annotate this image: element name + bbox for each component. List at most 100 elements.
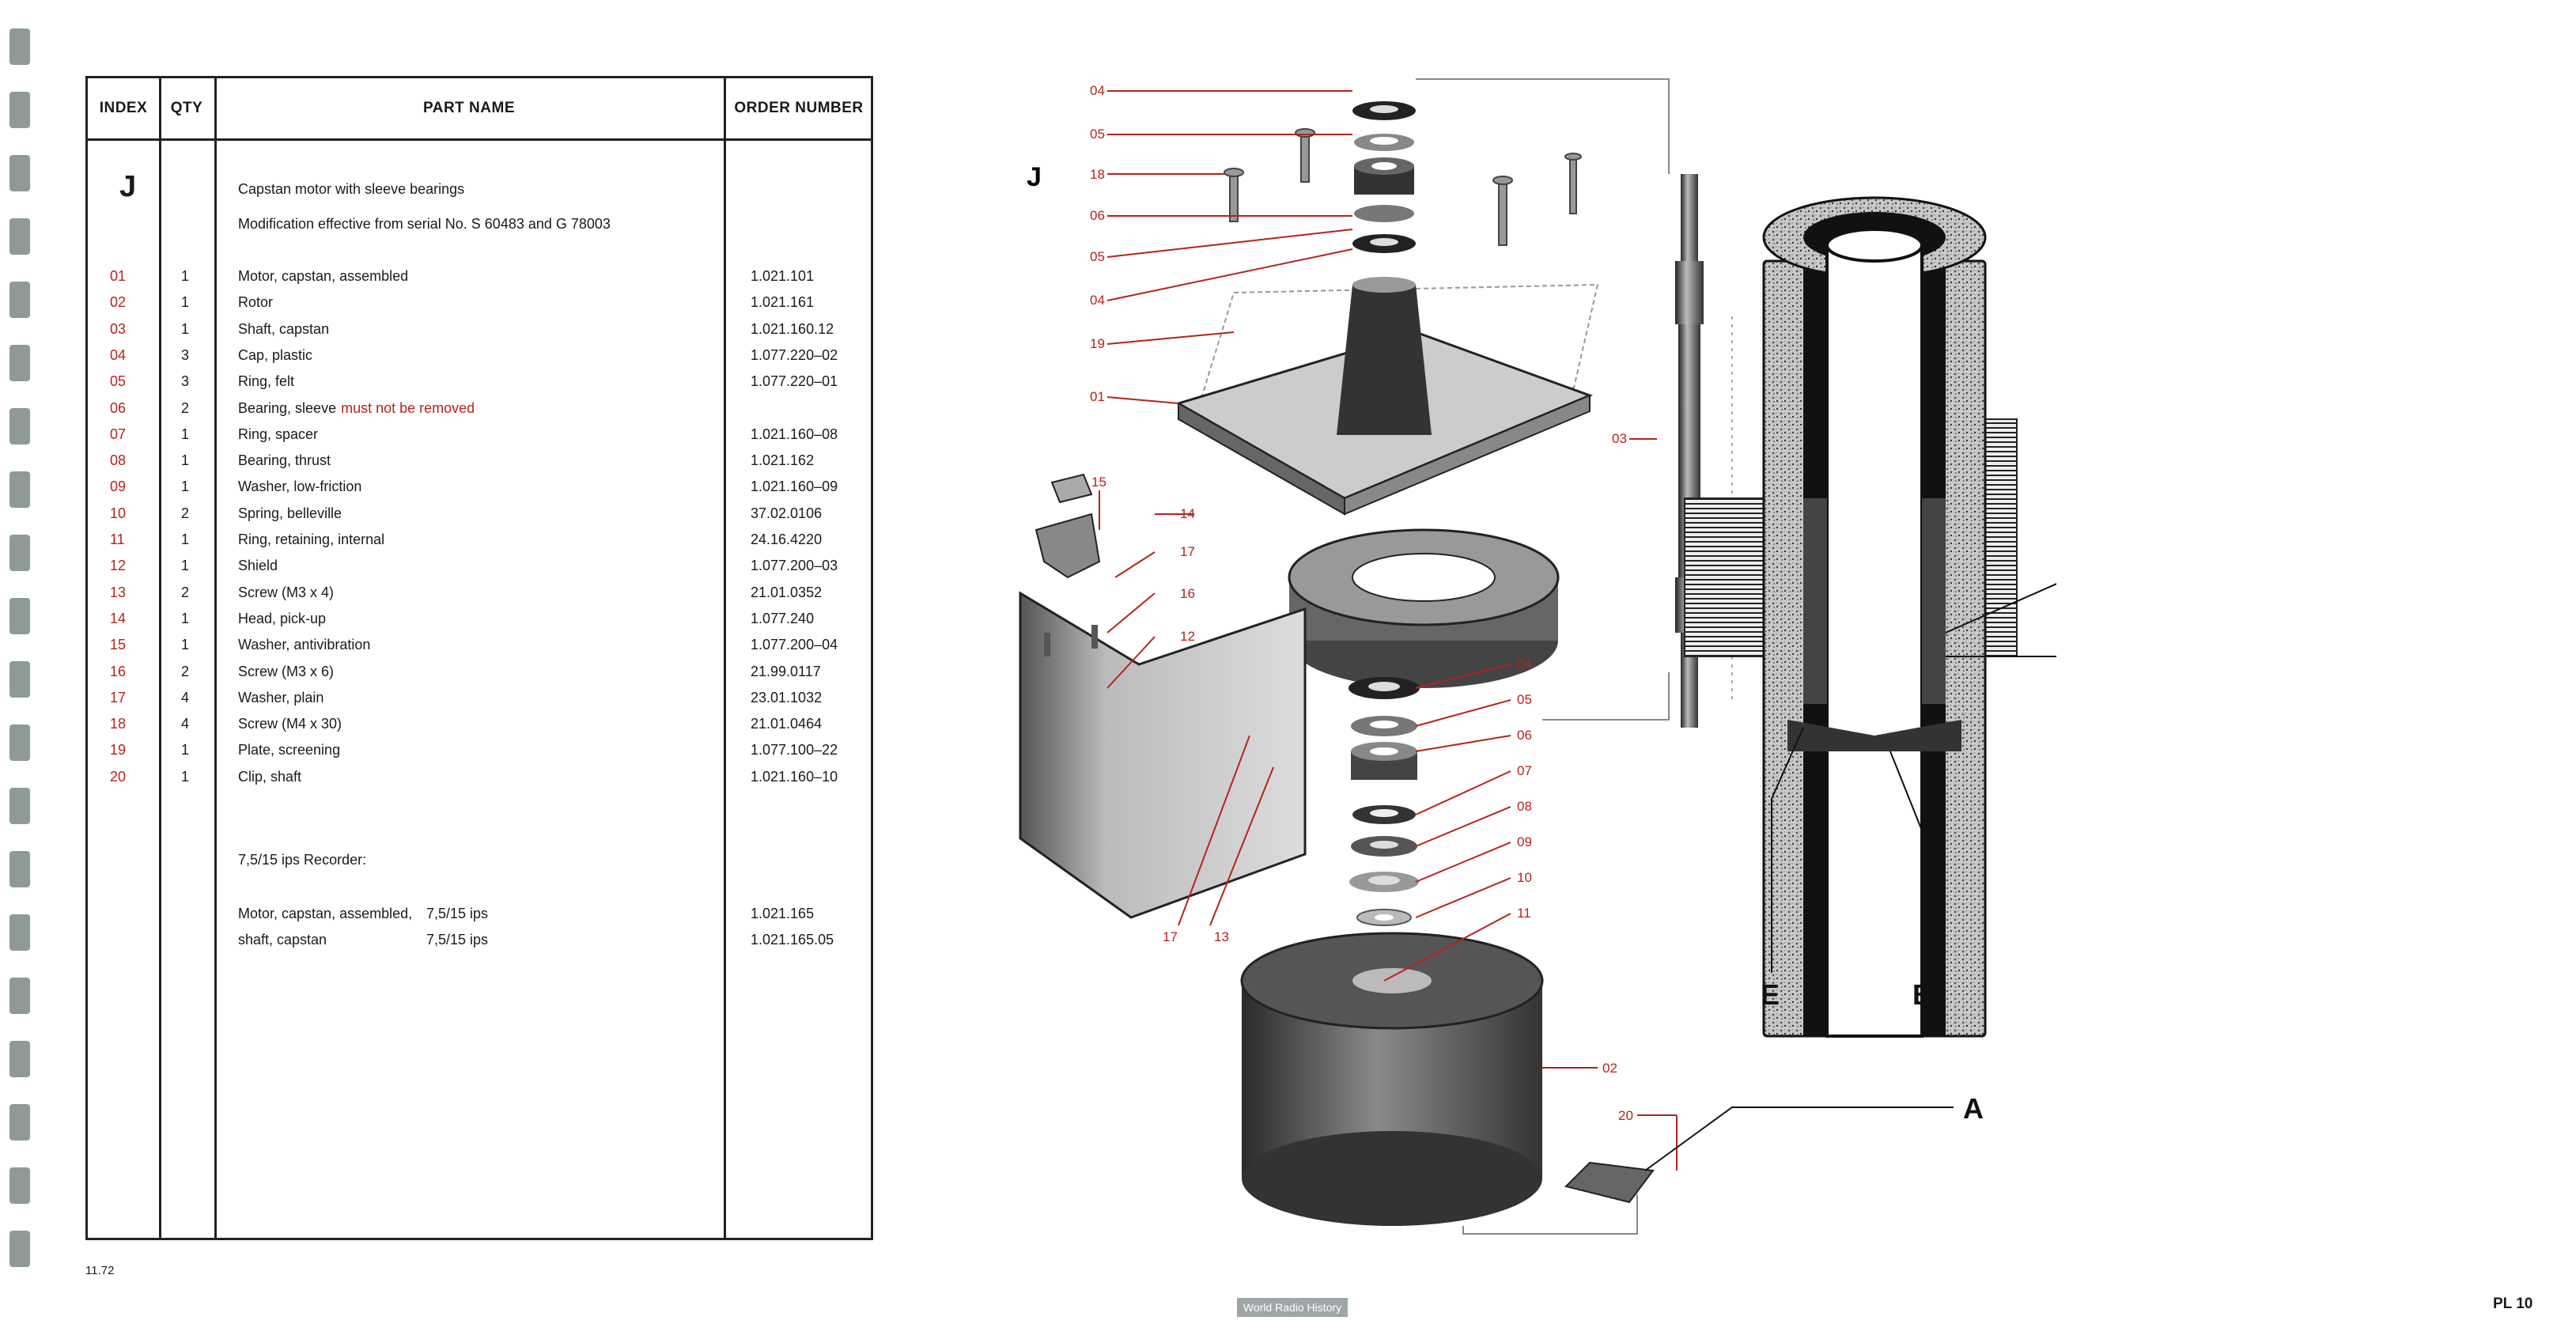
diagram-section-letter: J: [1027, 162, 1042, 192]
callout: 05: [1090, 249, 1105, 264]
row-order-number: 1.077.240: [751, 610, 815, 626]
binder-hole: [9, 661, 30, 698]
row-order-number: 21.99.0117: [751, 663, 821, 679]
row-part-name-text: Washer, plain: [238, 689, 324, 706]
row-qty: 3: [181, 373, 190, 390]
row-part-name-text: Ring, retaining, internal: [238, 531, 385, 547]
row-index: 16: [110, 663, 127, 679]
row-part-name: Washer, plain: [238, 690, 328, 706]
binder-hole: [9, 471, 30, 508]
row-part-name-text: Bearing, thrust: [238, 452, 331, 469]
footer-date: 11.72: [85, 1264, 115, 1277]
row-index: 02: [110, 294, 127, 311]
row-part-name-text: Shield: [238, 558, 278, 574]
callout: 12: [1180, 629, 1195, 644]
binder-hole: [9, 851, 30, 887]
binder-hole: [9, 978, 30, 1014]
row-index: 10: [110, 505, 127, 521]
column-divider: [159, 78, 161, 1238]
binder-hole: [9, 914, 30, 951]
row-qty: 1: [181, 558, 190, 574]
callout: 04: [1090, 83, 1105, 98]
row-note: must not be removed: [341, 399, 475, 416]
detail-letters: G F E B A: [1761, 978, 1984, 1125]
rotor: [1240, 932, 1544, 1226]
callout: 06: [1090, 208, 1105, 223]
detail-letter-b: B: [1912, 978, 1933, 1011]
row-index: 11: [110, 531, 125, 547]
row-qty: 1: [181, 637, 190, 653]
parts-table: INDEX QTY PART NAME ORDER NUMBER J Capst…: [85, 76, 873, 1240]
callout: 10: [1517, 870, 1532, 885]
header-part-name: PART NAME: [422, 100, 516, 116]
callout-leaders: [1099, 90, 1678, 1171]
binder-hole: [9, 345, 30, 381]
row-part-name: Ring, retaining, internal: [238, 531, 389, 548]
variant-order-number: 1.021.165: [751, 906, 815, 921]
row-qty: 1: [181, 610, 190, 626]
row-order-number: 1.021.101: [751, 268, 815, 284]
row-part-name-text: Rotor: [238, 294, 274, 311]
watermark: World Radio History: [1237, 1298, 1348, 1317]
row-part-name: Cap, plastic: [238, 347, 317, 364]
section-letter: J: [119, 170, 137, 203]
callout: 17: [1163, 929, 1178, 944]
row-order-number: 1.021.161: [751, 294, 815, 311]
callout: 19: [1090, 336, 1105, 351]
row-order-number: 24.16.4220: [751, 531, 823, 547]
row-part-name-text: Screw (M4 x 30): [238, 716, 342, 732]
row-part-name-text: Bearing, sleeve: [238, 399, 337, 416]
row-index: 14: [110, 610, 127, 626]
stator: [1288, 528, 1560, 688]
detail-letter-a: A: [1963, 1092, 1984, 1125]
row-part-name: Ring, spacer: [238, 426, 323, 443]
row-qty: 2: [181, 505, 190, 521]
callout: 05: [1090, 127, 1105, 142]
row-order-number: 23.01.1032: [751, 689, 823, 706]
row-qty: 1: [181, 452, 190, 469]
row-order-number: 1.021.160–08: [751, 426, 838, 442]
header-order-number: ORDER NUMBER: [734, 100, 864, 116]
row-qty: 1: [181, 531, 190, 547]
row-part-name: Shield: [238, 558, 282, 574]
row-index: 07: [110, 426, 127, 442]
row-order-number: 1.021.160.12: [751, 320, 834, 337]
row-part-name-text: Clip, shaft: [238, 768, 302, 785]
row-order-number: 1.021.160–09: [751, 479, 838, 495]
callout-labels: 04 05 18 06 05 04 19 01 15 14 17 16 12 0…: [1090, 83, 1633, 1123]
row-part-name: Spring, belleville: [238, 505, 346, 522]
row-qty: 2: [181, 584, 190, 600]
row-index: 17: [110, 689, 127, 706]
variant-speed: 7,5/15 ips: [426, 906, 489, 921]
row-order-number: 21.01.0352: [751, 584, 823, 600]
callout: 15: [1091, 475, 1106, 490]
row-part-name: Motor, capstan, assembled: [238, 268, 413, 285]
callout: 16: [1180, 586, 1195, 601]
row-qty: 2: [181, 663, 190, 679]
binder-hole: [9, 724, 30, 761]
column-divider: [214, 78, 217, 1238]
row-part-name: Screw (M4 x 30): [238, 716, 346, 732]
callout: 03: [1612, 431, 1627, 446]
callout: 04: [1517, 656, 1532, 671]
callout: 20: [1618, 1108, 1633, 1123]
shaft-clip: [1564, 1161, 1655, 1204]
binder-hole: [9, 218, 30, 255]
callout: 14: [1180, 506, 1195, 521]
row-index: 09: [110, 479, 127, 495]
row-part-name: Shaft, capstan: [238, 321, 334, 338]
row-part-name: Ring, felt: [238, 373, 299, 390]
row-part-name-text: Screw (M3 x 6): [238, 663, 335, 679]
